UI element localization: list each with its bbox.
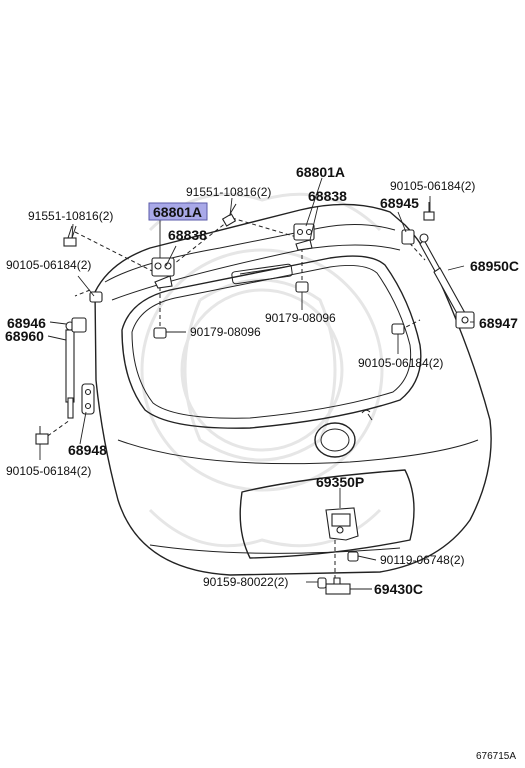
parts — [35, 202, 475, 595]
striker-icon — [317, 577, 351, 595]
bolt-left-bottom-icon — [35, 426, 49, 445]
label-68947: 68947 — [479, 315, 518, 331]
label-90105-top-left: 90105-06184(2) — [6, 258, 91, 272]
label-90179-right: 90179-08096 — [265, 311, 336, 325]
reference-lines — [41, 217, 426, 580]
hinge-left-icon — [151, 257, 175, 289]
label-68945: 68945 — [380, 195, 419, 211]
back-door-lock-icon — [325, 507, 359, 562]
diagram-reference-number: 676715A — [476, 751, 516, 762]
label-90159: 90159-80022(2) — [203, 575, 288, 589]
label-68838-left: 68838 — [168, 227, 207, 243]
label-68948: 68948 — [68, 442, 107, 458]
back-door-panel — [94, 203, 492, 576]
nut-center-right-icon — [295, 281, 309, 293]
leader-lines — [39, 177, 474, 590]
part-labels: 91551-10816(2) 68801A 68838 90105-06184(… — [5, 164, 519, 762]
bracket-left-icon — [81, 383, 95, 415]
bolt-center-icon — [221, 203, 237, 227]
label-90119: 90119-06748(2) — [380, 553, 465, 567]
watermark-emblem — [140, 192, 384, 548]
label-90105-mid-right: 90105-06184(2) — [358, 356, 443, 370]
label-68838-right: 68838 — [308, 188, 347, 204]
label-68801A-left: 68801A — [153, 204, 202, 220]
label-90179-left: 90179-08096 — [190, 325, 261, 339]
highlight-box-68801A — [148, 202, 208, 221]
hinge-right-icon — [293, 223, 315, 251]
label-69350P: 69350P — [316, 474, 364, 490]
label-69430C: 69430C — [374, 581, 423, 597]
bolt-left-top-icon — [63, 225, 77, 247]
nut-center-left-icon — [153, 327, 167, 339]
label-68946: 68946 — [7, 315, 46, 331]
bolt-top-right-icon — [423, 202, 435, 221]
label-91551-center: 91551-10816(2) — [186, 185, 271, 199]
label-68950C: 68950C — [470, 258, 519, 274]
label-68801A-right: 68801A — [296, 164, 345, 180]
bracket-right-icon — [391, 311, 475, 335]
damper-stay-left-icon — [65, 317, 87, 419]
label-68960: 68960 — [5, 328, 44, 344]
label-90105-top-right: 90105-06184(2) — [390, 179, 475, 193]
label-91551-left: 91551-10816(2) — [28, 209, 113, 223]
label-90105-bottom-left: 90105-06184(2) — [6, 464, 91, 478]
